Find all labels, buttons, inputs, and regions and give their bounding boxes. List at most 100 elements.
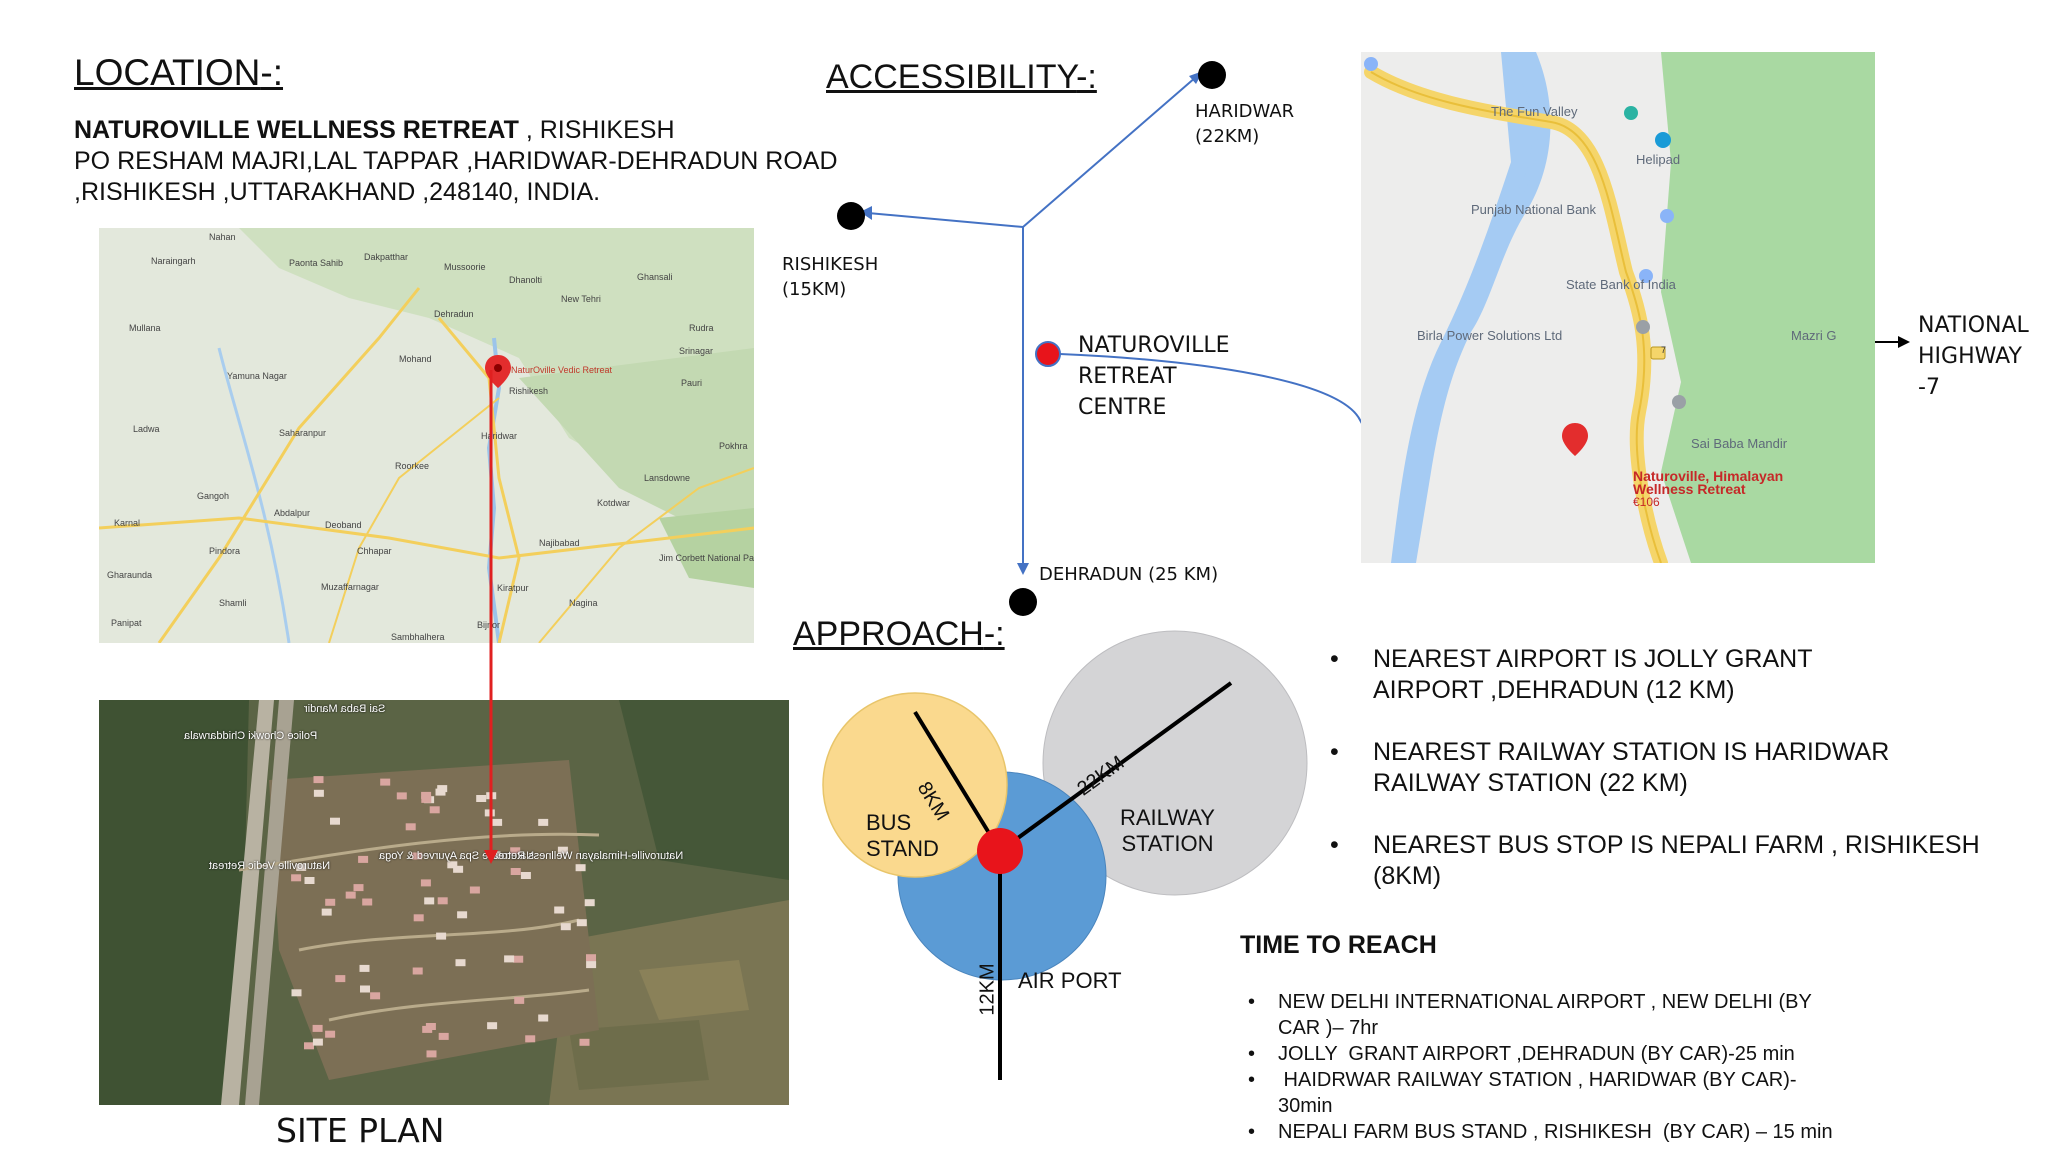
site-house	[520, 872, 531, 879]
bullet-dot: •	[1248, 1043, 1256, 1065]
site-house	[490, 851, 501, 859]
sbi-icon	[1639, 269, 1653, 283]
time-item-line: JOLLY GRANT AIRPORT ,DEHRADUN (BY CAR)-2…	[1278, 1043, 1795, 1065]
region-place-label: Yamuna Nagar	[227, 371, 287, 381]
rail-distance-line	[998, 681, 1233, 853]
river-branch	[1508, 70, 1538, 194]
region-place-label: Mohand	[399, 354, 432, 364]
site-house	[538, 818, 549, 826]
site-house	[437, 897, 448, 905]
region-place-label: Sambhalhera	[391, 632, 445, 642]
local-place-label: Birla Power Solutions Ltd	[1417, 328, 1563, 343]
site-house	[557, 846, 568, 854]
highway-centerline	[1370, 71, 1662, 563]
forest-west	[99, 700, 249, 1105]
retreat-name: NATUROVILLE WELLNESS RETREAT , RISHIKESH	[74, 115, 838, 146]
time-item-line: NEW DELHI INTERNATIONAL AIRPORT , NEW DE…	[1278, 991, 1812, 1013]
dehradun-label: DEHRADUN (25 KM)	[1039, 564, 1219, 585]
site-house	[304, 1042, 314, 1050]
local-place-label: Punjab National Bank	[1471, 202, 1597, 217]
region-place-label: Kiratpur	[497, 583, 529, 593]
dehradun-node	[1009, 588, 1037, 616]
highway-4	[328, 397, 500, 643]
site-house	[575, 864, 586, 872]
nearest-item-line: RAILWAY STATION (22 KM)	[1373, 769, 1688, 797]
site-plan-svg	[99, 700, 789, 1105]
region-place-label: Ladwa	[133, 424, 160, 434]
region-to-site-arrowhead	[484, 850, 498, 864]
highway-3	[437, 317, 521, 643]
helipad-icon	[1655, 132, 1671, 148]
region-place-label: Shamli	[219, 598, 247, 608]
region-place-label: Dhanolti	[509, 275, 543, 285]
site-house	[412, 967, 423, 975]
rishikesh-label: RISHIKESH (15KM)	[782, 252, 878, 302]
site-house	[426, 1050, 437, 1058]
site-house	[360, 985, 370, 993]
accessibility-heading-text: ACCESSIBILITY	[826, 58, 1077, 96]
birla-icon	[1636, 320, 1650, 334]
railway-station-circle	[1042, 630, 1308, 896]
bus-distance-line	[913, 710, 1002, 853]
pin-label-line-2: Wellness Retreat	[1633, 481, 1746, 497]
time-to-reach-item: •NEPALI FARM BUS STAND , RISHIKESH (BY C…	[1248, 1119, 1888, 1145]
bullet-dot: •	[1248, 1121, 1256, 1143]
field-plot-2	[569, 1020, 709, 1090]
site-house	[586, 954, 596, 962]
site-plan-label: SITE PLAN	[276, 1111, 445, 1150]
location-heading-suffix: -:	[260, 52, 284, 93]
site-house	[424, 897, 435, 905]
bus-label-line-1: BUS	[866, 810, 912, 835]
bullet-dot: •	[1330, 831, 1339, 859]
highway-1	[99, 516, 754, 560]
site-house	[420, 879, 431, 887]
address-line-3: ,RISHIKESH ,UTTARAKHAND ,248140, INDIA.	[74, 178, 601, 206]
rail-label-line-1: RAILWAY	[1120, 805, 1215, 830]
internal-road-1	[238, 832, 600, 872]
nearest-item-text: NEAREST BUS STOP IS NEPALI FARM , RISHIK…	[1360, 830, 2030, 892]
site-house	[429, 806, 440, 814]
site-house	[437, 785, 448, 793]
nearest-item-line: (8KM)	[1373, 862, 1442, 890]
centre-line-1: NATUROVILLE	[1078, 333, 1230, 358]
local-poi-icon-west	[1364, 57, 1378, 71]
site-house	[313, 776, 324, 784]
accessibility-heading: ACCESSIBILITY-:	[826, 58, 1097, 97]
approach-heading-text: APPROACH	[793, 615, 984, 653]
approach-heading-suffix: -:	[983, 615, 1005, 653]
region-place-label: Lansdowne	[644, 473, 691, 483]
region-map-svg	[99, 228, 754, 643]
region-place-label: Nagina	[569, 598, 598, 608]
forest-area	[1661, 52, 1875, 563]
highway-arrowhead	[1898, 336, 1910, 348]
retreat-pin-icon[interactable]	[1562, 423, 1588, 456]
site-house	[510, 847, 521, 855]
local-map-svg	[1364, 52, 1875, 563]
time-item-line: HAIDRWAR RAILWAY STATION , HARIDWAR (BY …	[1278, 1069, 1797, 1091]
address-block: NATUROVILLE WELLNESS RETREAT , RISHIKESH…	[74, 115, 838, 208]
site-house	[380, 778, 391, 786]
airport-label: AIR PORT	[1018, 968, 1122, 993]
haridwar-name: HARIDWAR	[1195, 101, 1295, 122]
region-place-label: Nahan	[209, 232, 236, 242]
local-place-label: Mazri G	[1791, 328, 1837, 343]
site-house	[435, 788, 446, 796]
highway-5	[538, 467, 754, 643]
local-place-label: State Bank of India	[1566, 277, 1676, 292]
approach-heading: APPROACH-:	[793, 615, 1005, 654]
local-place-label: Helipad	[1636, 152, 1681, 167]
bullet-dot: •	[1248, 991, 1256, 1013]
river	[1391, 52, 1551, 563]
region-place-label: Saharanpur	[279, 428, 327, 438]
local-place-label: The Fun Valley	[1491, 104, 1578, 119]
site-house	[514, 996, 525, 1004]
highway-badge-shape	[1650, 346, 1666, 360]
region-place-label: Jim Corbett National Park	[659, 553, 754, 563]
